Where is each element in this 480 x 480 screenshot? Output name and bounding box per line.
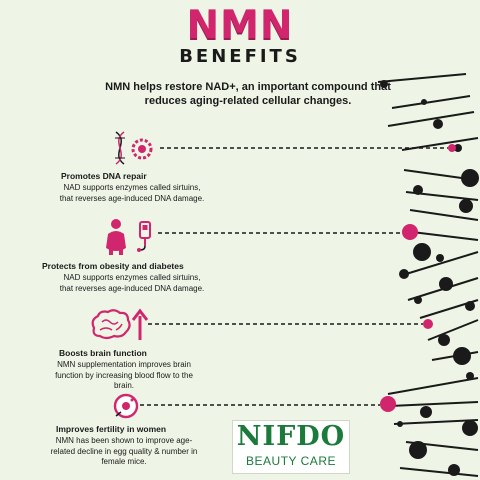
intro-text: NMN helps restore NAD+, an important com… <box>105 81 391 107</box>
page-title: NMN <box>186 3 294 48</box>
benefit-title-dna-repair: Promotes DNA repair <box>61 171 147 181</box>
brand-logo: NIFDO BEAUTY CARE <box>232 420 350 474</box>
egg-cell-icon <box>113 393 139 419</box>
body-glucose-icon <box>106 219 151 255</box>
benefit-title-obesity-diabetes: Protects from obesity and diabetes <box>42 261 184 271</box>
page-subtitle: BENEFITS <box>179 46 301 67</box>
brain-arrow-icon <box>91 308 148 340</box>
benefit-desc-dna-repair: NAD supports enzymes called sirtuins, th… <box>59 183 205 203</box>
benefit-title-brain-function: Boosts brain function <box>59 348 147 358</box>
benefit-desc-fertility: NMN has been shown to improve age-relate… <box>50 436 198 466</box>
benefit-desc-obesity-diabetes: NAD supports enzymes called sirtuins, th… <box>59 273 205 293</box>
benefit-desc-brain-function: NMN supplementation improves brain funct… <box>55 360 193 390</box>
brand-tagline: BEAUTY CARE <box>246 454 336 468</box>
benefit-title-fertility: Improves fertility in women <box>56 424 167 434</box>
brand-name: NIFDO <box>236 421 346 452</box>
dna-gear-icon <box>115 131 153 165</box>
